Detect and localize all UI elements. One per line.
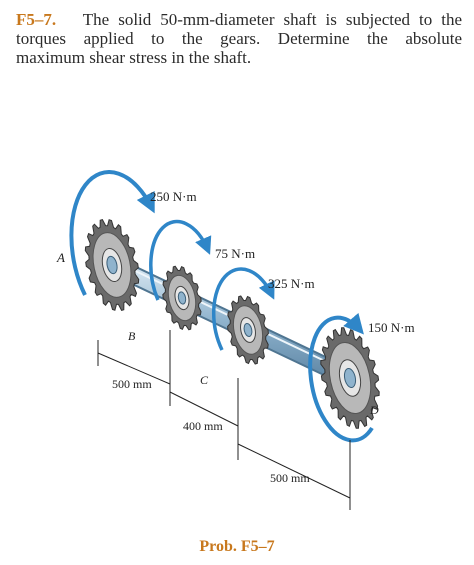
point-label-c: C xyxy=(200,373,209,387)
gear-b xyxy=(162,265,202,331)
torque-arrow-c xyxy=(212,267,275,351)
gear-d xyxy=(320,327,380,429)
dimension-lines xyxy=(97,330,351,510)
problem-number: F5–7. xyxy=(16,10,57,29)
torque-arrow-b xyxy=(149,219,212,301)
dimension-label-2: 400 mm xyxy=(183,419,223,433)
gear-c xyxy=(227,295,269,365)
torque-arrow-d xyxy=(308,312,374,443)
problem-statement: F5–7. The solid 50-mm-diameter shaft is … xyxy=(16,10,462,67)
dimension-label-3: 500 mm xyxy=(270,471,310,485)
figure-caption: Prob. F5–7 xyxy=(199,538,275,555)
problem-text-1: The solid 50-mm-diameter shaft is subjec… xyxy=(82,10,462,29)
torque-labels: 250 N·m 75 N·m 325 N·m 150 N·m xyxy=(150,189,415,335)
torque-arrows xyxy=(69,170,374,443)
point-labels: A B C D xyxy=(56,250,379,417)
torque-label-d: 150 N·m xyxy=(368,320,415,335)
point-label-d: D xyxy=(369,403,379,417)
torque-label-c: 325 N·m xyxy=(268,276,315,291)
gear-a xyxy=(84,219,140,311)
shaft-gear-diagram: 250 N·m 75 N·m 325 N·m 150 N·m A B C D 5… xyxy=(56,170,415,510)
point-label-a: A xyxy=(56,250,65,265)
problem-line-2: torques applied to the gears. Determine … xyxy=(16,29,462,48)
point-label-b: B xyxy=(128,329,136,343)
torque-label-a: 250 N·m xyxy=(150,189,197,204)
problem-line-3: maximum shear stress in the shaft. xyxy=(16,48,252,67)
torque-arrow-a xyxy=(69,170,155,296)
dimension-label-1: 500 mm xyxy=(112,377,152,391)
gears xyxy=(84,219,380,429)
problem-line-1: F5–7. The solid 50-mm-diameter shaft is … xyxy=(16,10,462,29)
torque-label-b: 75 N·m xyxy=(215,246,255,261)
dimension-labels: 500 mm 400 mm 500 mm xyxy=(112,377,310,485)
